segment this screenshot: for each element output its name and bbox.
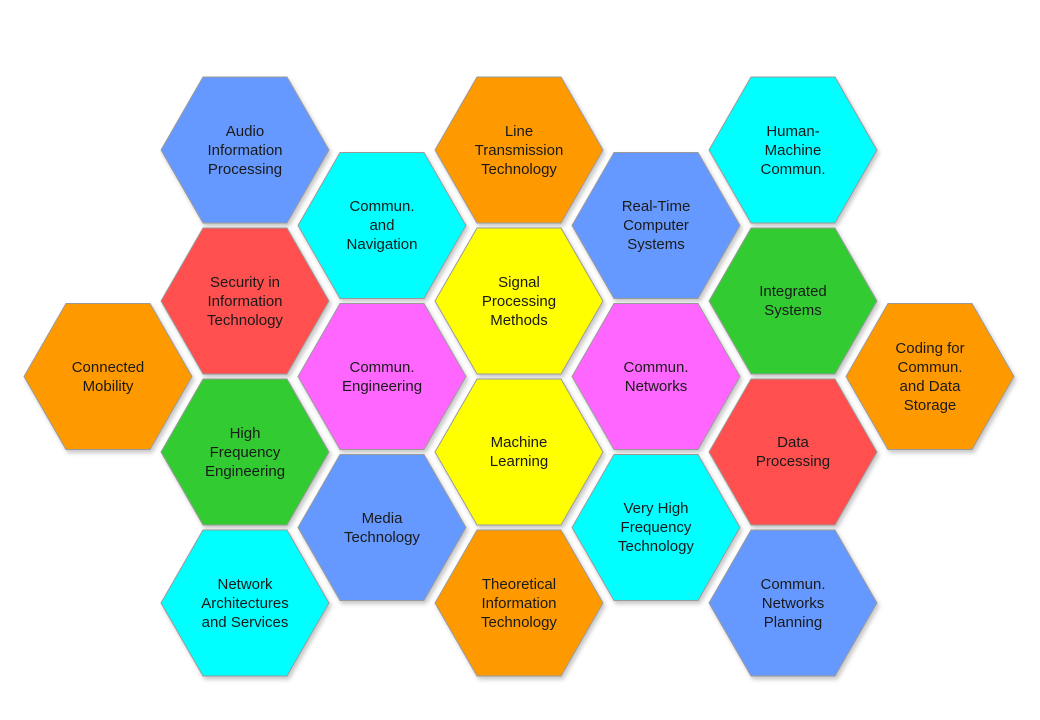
hexagon-commun-engineering[interactable] [297, 303, 467, 450]
hexagon-security-in-information-technology[interactable] [160, 227, 330, 375]
hexagon-media-technology[interactable] [297, 454, 467, 601]
hexagon-machine-learning[interactable] [434, 378, 604, 526]
hexagon-commun-networks[interactable] [571, 303, 741, 450]
hexagon-real-time-computer-systems[interactable] [571, 152, 741, 299]
hexagon-coding-for-commun-and-data-storage[interactable] [845, 303, 1015, 450]
hexagon-line-transmission-technology[interactable] [434, 76, 604, 224]
hexagon-network-architectures-and-services[interactable] [160, 529, 330, 677]
hexagon-commun-and-navigation[interactable] [297, 152, 467, 299]
hexagon-signal-processing-methods[interactable] [434, 227, 604, 375]
hexagon-high-frequency-engineering[interactable] [160, 378, 330, 526]
hexagon-audio-information-processing[interactable] [160, 76, 330, 224]
hexagon-very-high-frequency-technology[interactable] [571, 454, 741, 601]
hexagon-connected-mobility[interactable] [23, 303, 193, 450]
hexagon-theoretical-information-technology[interactable] [434, 529, 604, 677]
hexagon-data-processing[interactable] [708, 378, 878, 526]
hexagon-human-machine-commun[interactable] [708, 76, 878, 224]
hexagon-integrated-systems[interactable] [708, 227, 878, 375]
hexagon-commun-networks-planning[interactable] [708, 529, 878, 677]
